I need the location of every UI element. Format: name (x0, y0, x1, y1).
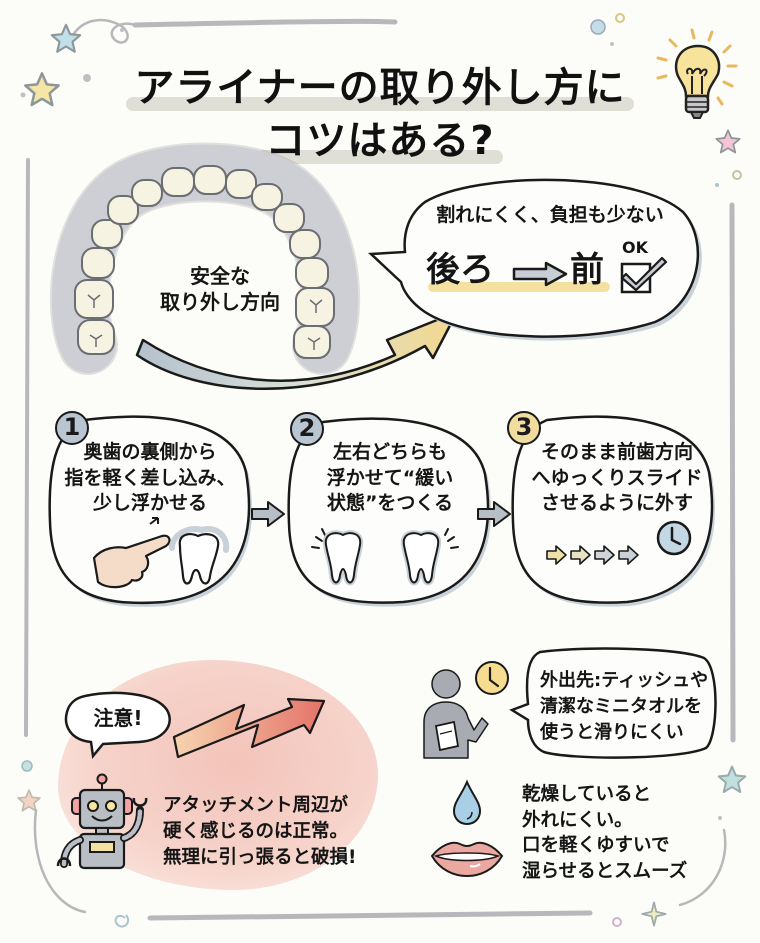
caution-label: 注意! (93, 706, 143, 730)
page-title-line-1: アライナーの取り外し方に (0, 55, 760, 113)
loose-teeth-icon (311, 528, 459, 586)
caution-text: アタッチメント周辺が硬く感じるのは正常。無理に引っ張ると破損! (163, 795, 357, 868)
robot-icon (56, 773, 148, 870)
zigzag-arrow-icon (172, 697, 326, 759)
step-3-badge: 3 (507, 411, 541, 445)
step-1-badge: 1 (55, 411, 89, 445)
step-arrow-2-icon (477, 501, 511, 527)
lightbulb-icon (656, 28, 738, 119)
direction-caption: 割れにくく、負担も少ない (436, 204, 664, 226)
star-icon-teal (717, 765, 747, 793)
step-3-text: そのまま前歯方向へゆっくりスライドさせるように外す (531, 441, 703, 515)
clock-icon (656, 520, 692, 556)
sparkle-icon (641, 901, 667, 927)
curved-direction-arrow (135, 310, 459, 390)
outing-tip-text: 外出先:ティッシュや清潔なミニタオルを使うと滑りにくい (540, 670, 709, 744)
arch-label: 安全な 取り外し方向 (160, 264, 280, 314)
step-arrow-1-icon (251, 501, 285, 527)
slide-arrows-icon (546, 545, 639, 565)
direction-highlight (428, 282, 610, 292)
lips-icon (430, 841, 504, 878)
step-2-badge: 2 (290, 412, 324, 446)
caution-speech-bubble (64, 691, 171, 759)
star-icon-peach (17, 789, 41, 812)
step-1-text: 奥歯の裏側から指を軽く差し込み、少し浮かせる (64, 441, 236, 515)
star-icon-blue (50, 23, 82, 53)
step-2-text: 左右どちらも浮かせて“緩い状態”をつくる (326, 441, 454, 515)
direction-from-label: 後ろ (426, 250, 494, 290)
person-with-towel-icon (423, 661, 509, 759)
direction-to-label: 前 (570, 250, 604, 290)
page-title-line-2: コツはある? (0, 108, 760, 166)
finger-pointing-tooth-icon (92, 517, 230, 589)
dental-arch-illustration (49, 142, 361, 375)
ok-label: OK (622, 238, 648, 257)
star-icon-yellow (24, 72, 60, 107)
water-drop-icon (452, 779, 482, 826)
direction-speech-bubble (368, 178, 702, 341)
checkbox-check-icon (620, 256, 668, 294)
star-icon-pink (715, 129, 741, 154)
outing-tip-speech-bubble (509, 647, 717, 759)
moisture-tip-text: 乾燥していると外れにくい。口を軽くゆすいで湿らせるとスムーズ (522, 784, 688, 882)
right-arrow-icon (512, 261, 568, 287)
